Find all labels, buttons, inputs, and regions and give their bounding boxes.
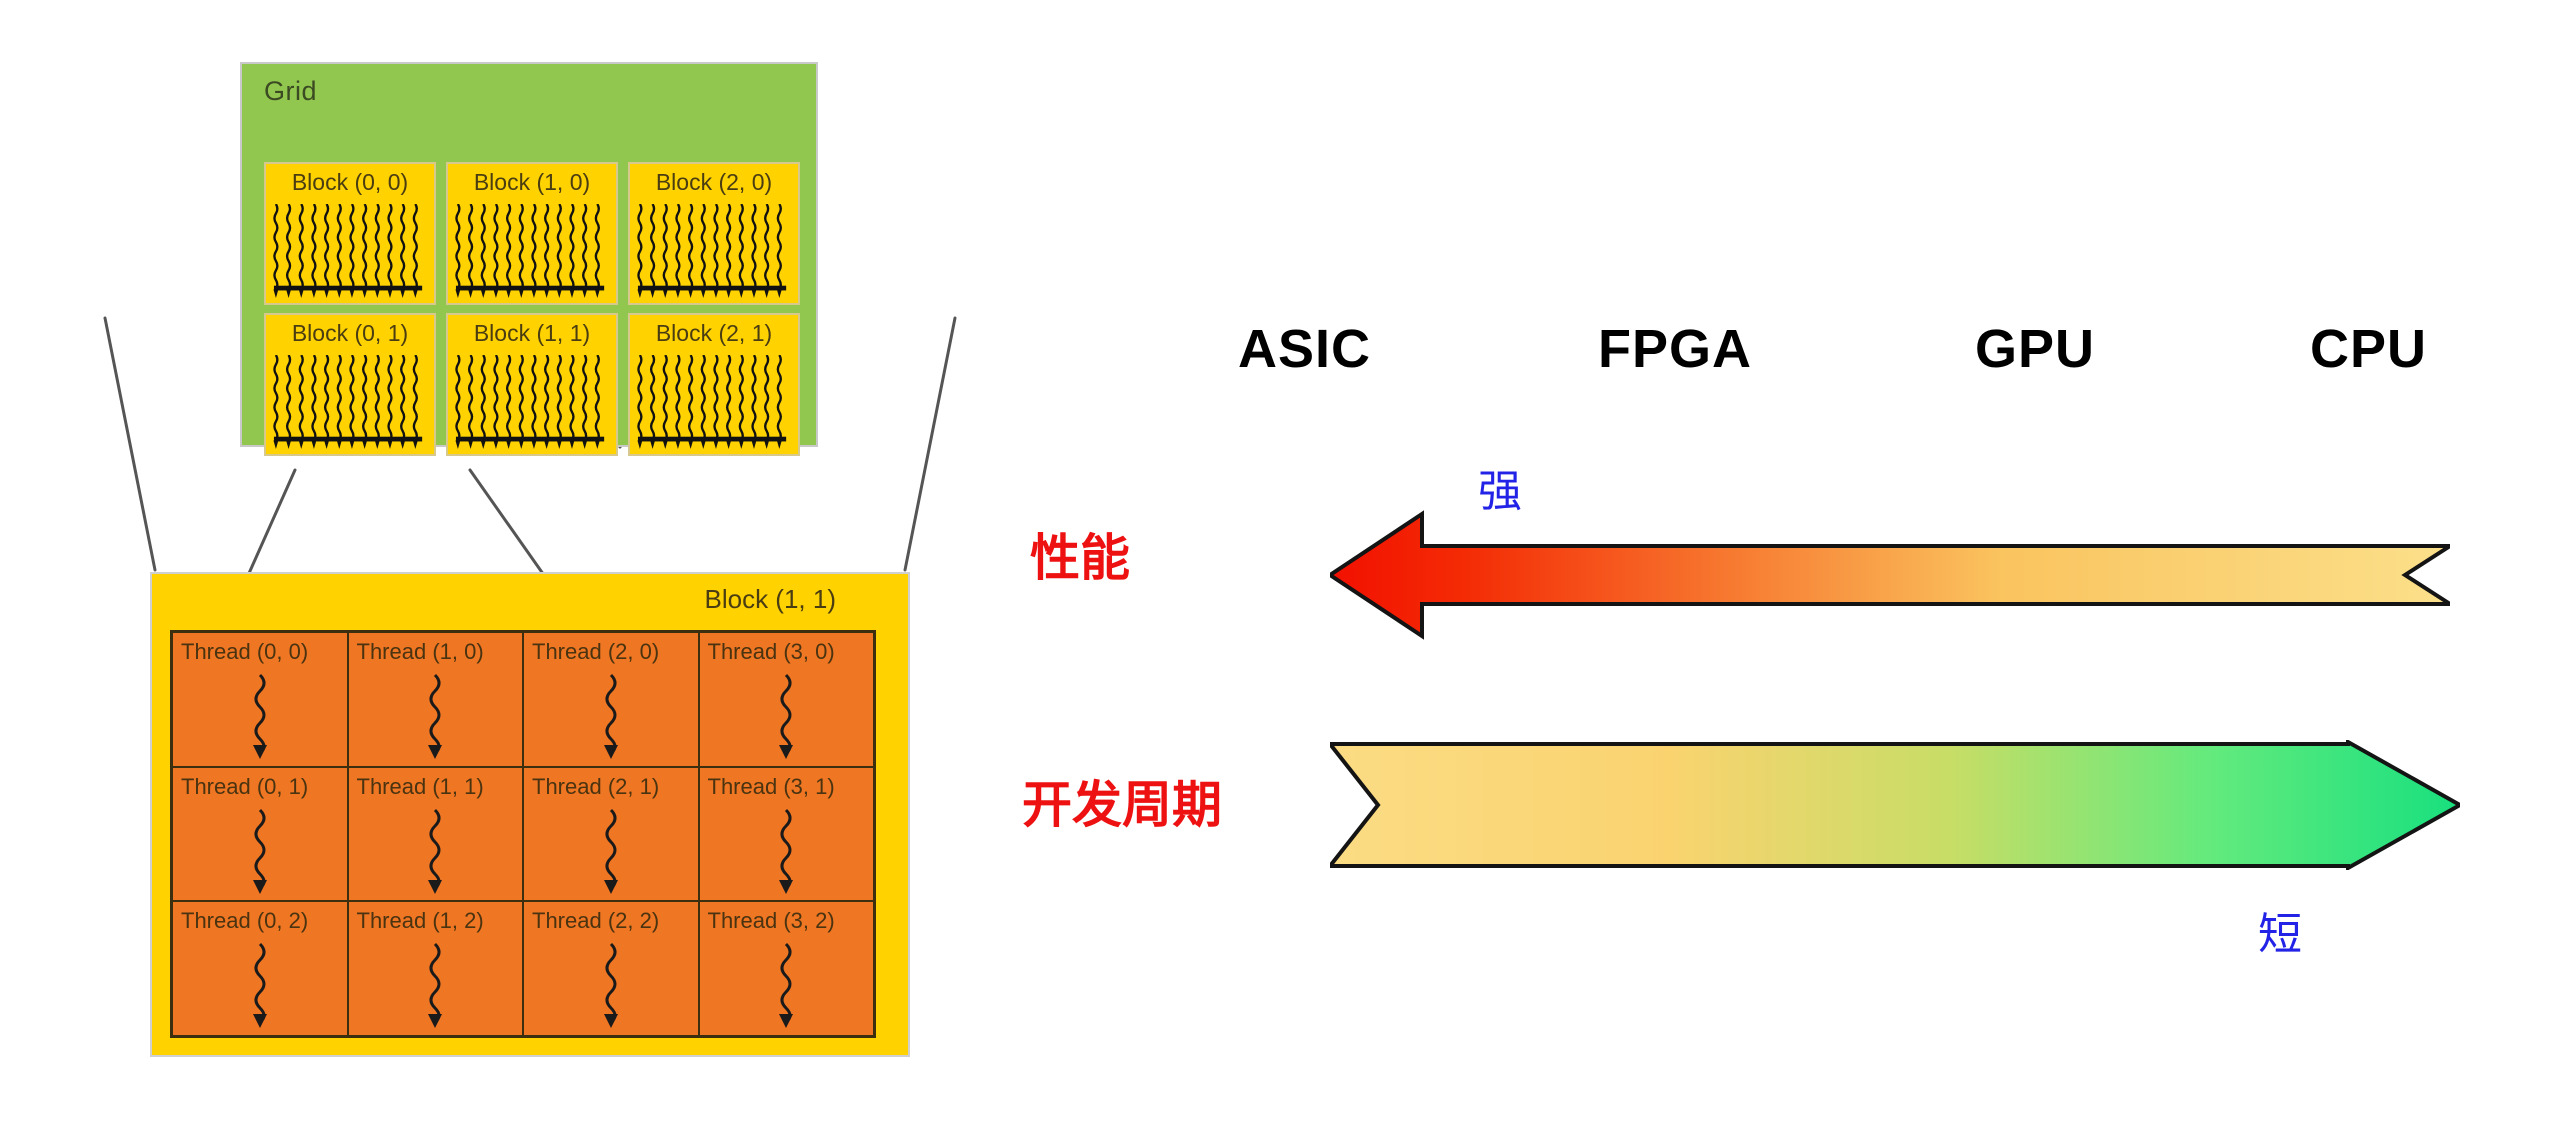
thread-arrow-icon [428,808,443,894]
devcycle-row-label: 开发周期 [1022,776,1222,834]
thread-arrow-icon [428,673,443,759]
thread-arrow-icon [779,808,794,894]
block-thread-texture [272,355,428,450]
thread-arrow-icon [252,808,267,894]
performance-row-label: 性能 [1030,529,1130,587]
thread-arrow-icon [779,943,794,1029]
thread-cell[interactable]: Thread (2, 1) [524,767,698,901]
thread-grid: Thread (0, 0) Thread (1, 0) Thread (2, 0… [170,630,876,1038]
performance-arrow [1330,510,2450,640]
detail-block: Block (1, 1) Thread (0, 0) Thread (1, 0)… [150,572,910,1057]
grid-block[interactable]: Block (1, 0) [446,162,618,305]
block-thread-texture [454,204,610,299]
block-thread-texture [454,355,610,450]
thread-label: Thread (0, 2) [181,908,309,934]
devcycle-tip-label: 短 [2258,909,2302,960]
thread-arrow-icon [428,943,443,1029]
thread-cell[interactable]: Thread (2, 2) [524,902,698,1035]
thread-arrow-icon [603,673,618,759]
grid-block-label: Block (0, 0) [291,169,409,195]
thread-cell[interactable]: Thread (1, 0) [348,633,522,766]
block-thread-texture [636,355,792,450]
thread-label: Thread (2, 1) [532,773,660,799]
grid-block[interactable]: Block (2, 1) [628,313,800,456]
grid-block[interactable]: Block (0, 0) [264,162,436,305]
thread-cell[interactable]: Thread (2, 0) [524,633,698,766]
thread-label: Thread (3, 2) [707,908,835,934]
grid-block-label: Block (1, 1) [473,320,591,346]
devcycle-arrow [1330,740,2460,870]
thread-arrow-icon [779,673,794,759]
chip-label-row: ASIC FPGA GPU CPU [1220,318,2520,388]
thread-arrow-icon [603,943,618,1029]
thread-cell[interactable]: Thread (0, 1) [173,767,347,901]
block-thread-texture [636,204,792,299]
grid-block-label: Block (1, 0) [473,169,591,195]
thread-cell[interactable]: Thread (1, 1) [348,767,522,901]
thread-label: Thread (0, 0) [181,639,309,664]
thread-arrow-icon [603,808,618,894]
detail-block-label: Block (1, 1) [704,584,837,614]
chip-label-cpu: CPU [2310,319,2428,379]
grid-blocks-container: Block (0, 0) [264,162,800,456]
chip-label-gpu: GPU [1975,319,2096,379]
thread-label: Thread (3, 0) [707,639,835,664]
chip-label-asic: ASIC [1238,319,1372,379]
grid-block-label: Block (2, 1) [655,320,773,346]
grid-block[interactable]: Block (2, 0) [628,162,800,305]
grid-title: Grid [264,76,318,106]
thread-cell[interactable]: Thread (3, 1) [699,767,873,901]
cuda-grid-box: Grid Block (0, 0) [240,62,818,456]
thread-cell[interactable]: Thread (1, 2) [348,902,522,1035]
thread-label: Thread (1, 1) [356,773,484,799]
thread-cell[interactable]: Thread (0, 0) [173,633,347,766]
thread-label: Thread (0, 1) [181,773,309,799]
thread-label: Thread (1, 2) [356,908,484,934]
thread-label: Thread (2, 0) [532,639,660,664]
thread-arrow-icon [252,943,267,1029]
grid-block-label: Block (0, 1) [291,320,409,346]
thread-cell[interactable]: Thread (0, 2) [173,902,347,1035]
grid-block-selected[interactable]: Block (1, 1) [446,313,618,456]
grid-block[interactable]: Block (0, 1) [264,313,436,456]
chip-label-fpga: FPGA [1598,319,1753,379]
block-thread-texture [272,204,428,299]
thread-arrow-icon [252,673,267,759]
thread-cell[interactable]: Thread (3, 0) [699,633,873,766]
thread-label: Thread (1, 0) [356,639,484,664]
performance-tip-label: 强 [1478,466,1522,517]
thread-cell[interactable]: Thread (3, 2) [699,902,873,1035]
grid-block-label: Block (2, 0) [655,169,773,195]
thread-label: Thread (3, 1) [707,773,835,799]
thread-label: Thread (2, 2) [532,908,660,934]
